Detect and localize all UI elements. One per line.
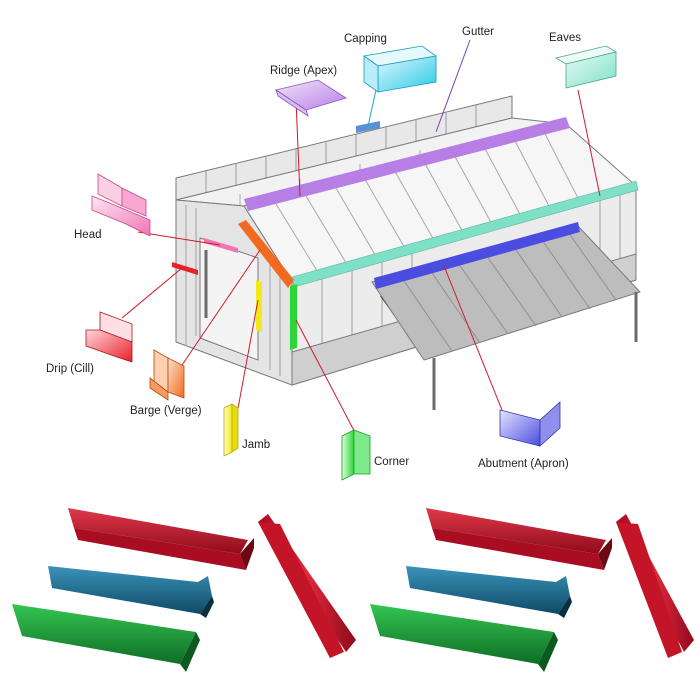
jamb-flashing-on-wall xyxy=(256,280,262,332)
capping-profile-icon xyxy=(362,45,438,93)
leader-lines xyxy=(121,39,601,443)
capping-flashing-on-roof xyxy=(356,121,380,133)
barge-profile-icon xyxy=(149,349,185,401)
green-corner-flashing-left xyxy=(12,604,200,672)
building-flashings xyxy=(172,117,639,350)
roof-rib-lines xyxy=(239,129,581,275)
drip-profile-icon xyxy=(85,311,133,363)
gable-door-opening xyxy=(199,237,259,361)
drip-leader xyxy=(121,267,183,319)
label-capping: Capping xyxy=(344,33,387,45)
ridge-profile-icon xyxy=(275,79,347,117)
label-ridge: Ridge (Apex) xyxy=(270,65,337,77)
product-set-right xyxy=(370,508,694,672)
label-jamb: Jamb xyxy=(242,439,270,451)
label-gutter: Gutter xyxy=(462,26,494,38)
red-drip-flashing-left xyxy=(68,508,254,570)
eaves-profile-icon xyxy=(554,45,618,89)
eaves-flashing-on-roof xyxy=(291,180,639,288)
green-corner-flashing-right xyxy=(370,604,558,672)
red-ridge-flashing-right xyxy=(616,514,694,658)
abutment-flashing-on-roof xyxy=(374,222,580,289)
label-drip: Drip (Cill) xyxy=(46,363,94,375)
parapet-panel-lines xyxy=(205,105,477,193)
head-profile-icon xyxy=(91,173,151,237)
label-barge: Barge (Verge) xyxy=(130,405,202,417)
label-abutment: Abutment (Apron) xyxy=(478,458,569,470)
barge-leader xyxy=(179,249,261,369)
abutment-leader xyxy=(443,265,507,421)
gutter-leader xyxy=(435,39,471,133)
label-corner: Corner xyxy=(374,456,409,468)
red-drip-flashing-right xyxy=(426,508,612,570)
corner-flashing-on-wall xyxy=(290,284,297,350)
building-illustration xyxy=(175,95,641,410)
lean-to-rib-lines xyxy=(399,228,617,352)
blue-barge-flashing-left xyxy=(48,566,214,618)
drip-flashing-on-wall xyxy=(172,262,198,275)
eaves-leader xyxy=(577,89,601,197)
ridge-flashing-on-roof xyxy=(244,117,570,211)
jamb-profile-icon xyxy=(223,403,239,457)
label-eaves: Eaves xyxy=(549,32,581,44)
red-ridge-flashing-left xyxy=(258,514,356,658)
corner-profile-icon xyxy=(341,429,371,481)
label-head: Head xyxy=(74,229,102,241)
diagram-labels: Capping Gutter Eaves Ridge (Apex) Head D… xyxy=(46,26,581,470)
corner-leader xyxy=(295,319,361,443)
blue-barge-flashing-right xyxy=(406,566,572,618)
abutment-profile-icon xyxy=(499,401,561,447)
barge-flashing-on-roof xyxy=(238,220,294,288)
head-flashing-on-wall xyxy=(204,238,238,253)
ridge-leader xyxy=(295,99,301,197)
product-set-left xyxy=(12,508,356,672)
head-leader xyxy=(137,231,221,246)
